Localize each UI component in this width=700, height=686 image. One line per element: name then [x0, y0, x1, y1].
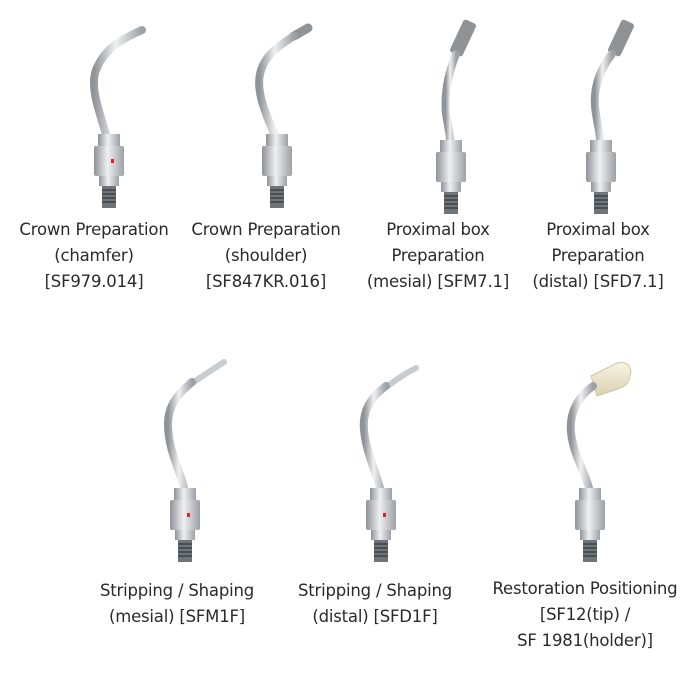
tip-item-6: Stripping / Shaping (distal) [SFD1F] — [290, 360, 460, 630]
caption-line: Proximal box — [386, 220, 490, 239]
caption-line: Stripping / Shaping — [297, 581, 453, 600]
tip-item-3: Proximal box Preparation (mesial) [SFM7.… — [358, 14, 518, 295]
tip-item-5: Stripping / Shaping (mesial) [SFM1F] — [92, 359, 262, 630]
tip-caption: Proximal box Preparation (mesial) [SFM7.… — [358, 217, 518, 295]
tip-caption: Crown Preparation (chamfer) [SF979.014] — [14, 217, 174, 295]
tip-item-4: Proximal box Preparation (distal) [SFD7.… — [518, 14, 678, 295]
tip-caption: Crown Preparation (shoulder) [SF847KR.01… — [186, 217, 346, 295]
caption-line: (distal) [SFD1F] — [312, 607, 438, 626]
tip-item-1: Crown Preparation (chamfer) [SF979.014] — [14, 22, 174, 295]
scaler-tip-image — [359, 365, 419, 562]
caption-line: (chamfer) — [54, 246, 134, 265]
tip-item-2: Crown Preparation (shoulder) [SF847KR.01… — [186, 22, 346, 295]
caption-line: Crown Preparation — [19, 220, 169, 239]
caption-line: Crown Preparation — [191, 220, 341, 239]
caption-line: [SF12(tip) / — [539, 605, 631, 624]
scaler-tip-image — [163, 359, 227, 562]
tip-caption: Restoration Positioning [SF12(tip) / SF … — [480, 576, 690, 654]
caption-line: [SF979.014] — [44, 272, 144, 291]
scaler-tip-image — [436, 19, 476, 214]
caption-line: [SF847KR.016] — [205, 272, 327, 291]
tip-caption: Proximal box Preparation (distal) [SFD7.… — [518, 217, 678, 295]
scaler-tip-image — [255, 23, 313, 208]
caption-line: (shoulder) — [224, 246, 308, 265]
caption-line: Preparation — [551, 246, 645, 265]
scaler-tip-image — [586, 19, 634, 214]
scaler-tip-image — [89, 26, 146, 208]
caption-line: (mesial) [SFM1F] — [108, 607, 246, 626]
tip-caption: Stripping / Shaping (mesial) [SFM1F] — [92, 578, 262, 630]
scaler-tip-image — [566, 361, 632, 562]
caption-line: SF 1981(holder)] — [517, 631, 653, 650]
caption-line: (mesial) [SFM7.1] — [366, 272, 510, 291]
caption-line: (distal) [SFD7.1] — [532, 272, 664, 291]
tip-item-7: Restoration Positioning [SF12(tip) / SF … — [480, 358, 690, 654]
caption-line: Stripping / Shaping — [99, 581, 255, 600]
tip-caption: Stripping / Shaping (distal) [SFD1F] — [290, 578, 460, 630]
caption-line: Restoration Positioning — [492, 579, 678, 598]
caption-line: Proximal box — [546, 220, 650, 239]
caption-line: Preparation — [391, 246, 485, 265]
